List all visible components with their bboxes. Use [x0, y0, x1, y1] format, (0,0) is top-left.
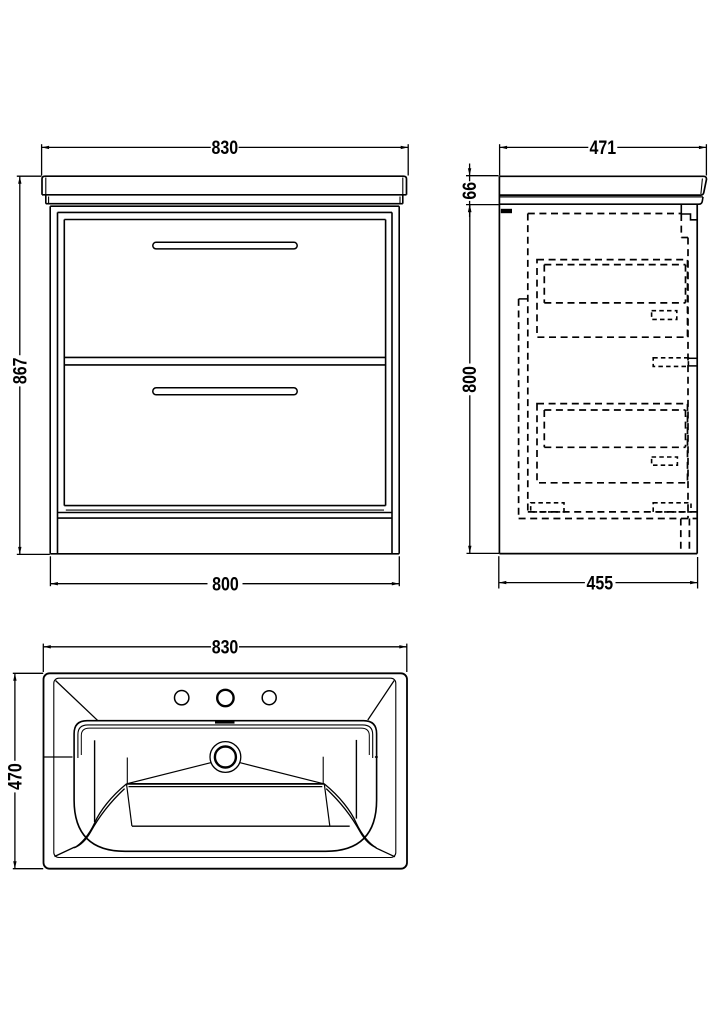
svg-text:471: 471 — [589, 137, 616, 159]
svg-text:830: 830 — [211, 137, 238, 159]
svg-text:830: 830 — [212, 636, 239, 658]
svg-text:455: 455 — [586, 572, 613, 594]
svg-text:470: 470 — [4, 763, 26, 790]
svg-text:66: 66 — [459, 182, 481, 200]
svg-text:867: 867 — [9, 357, 31, 384]
svg-text:800: 800 — [212, 573, 239, 595]
svg-text:800: 800 — [459, 366, 481, 393]
